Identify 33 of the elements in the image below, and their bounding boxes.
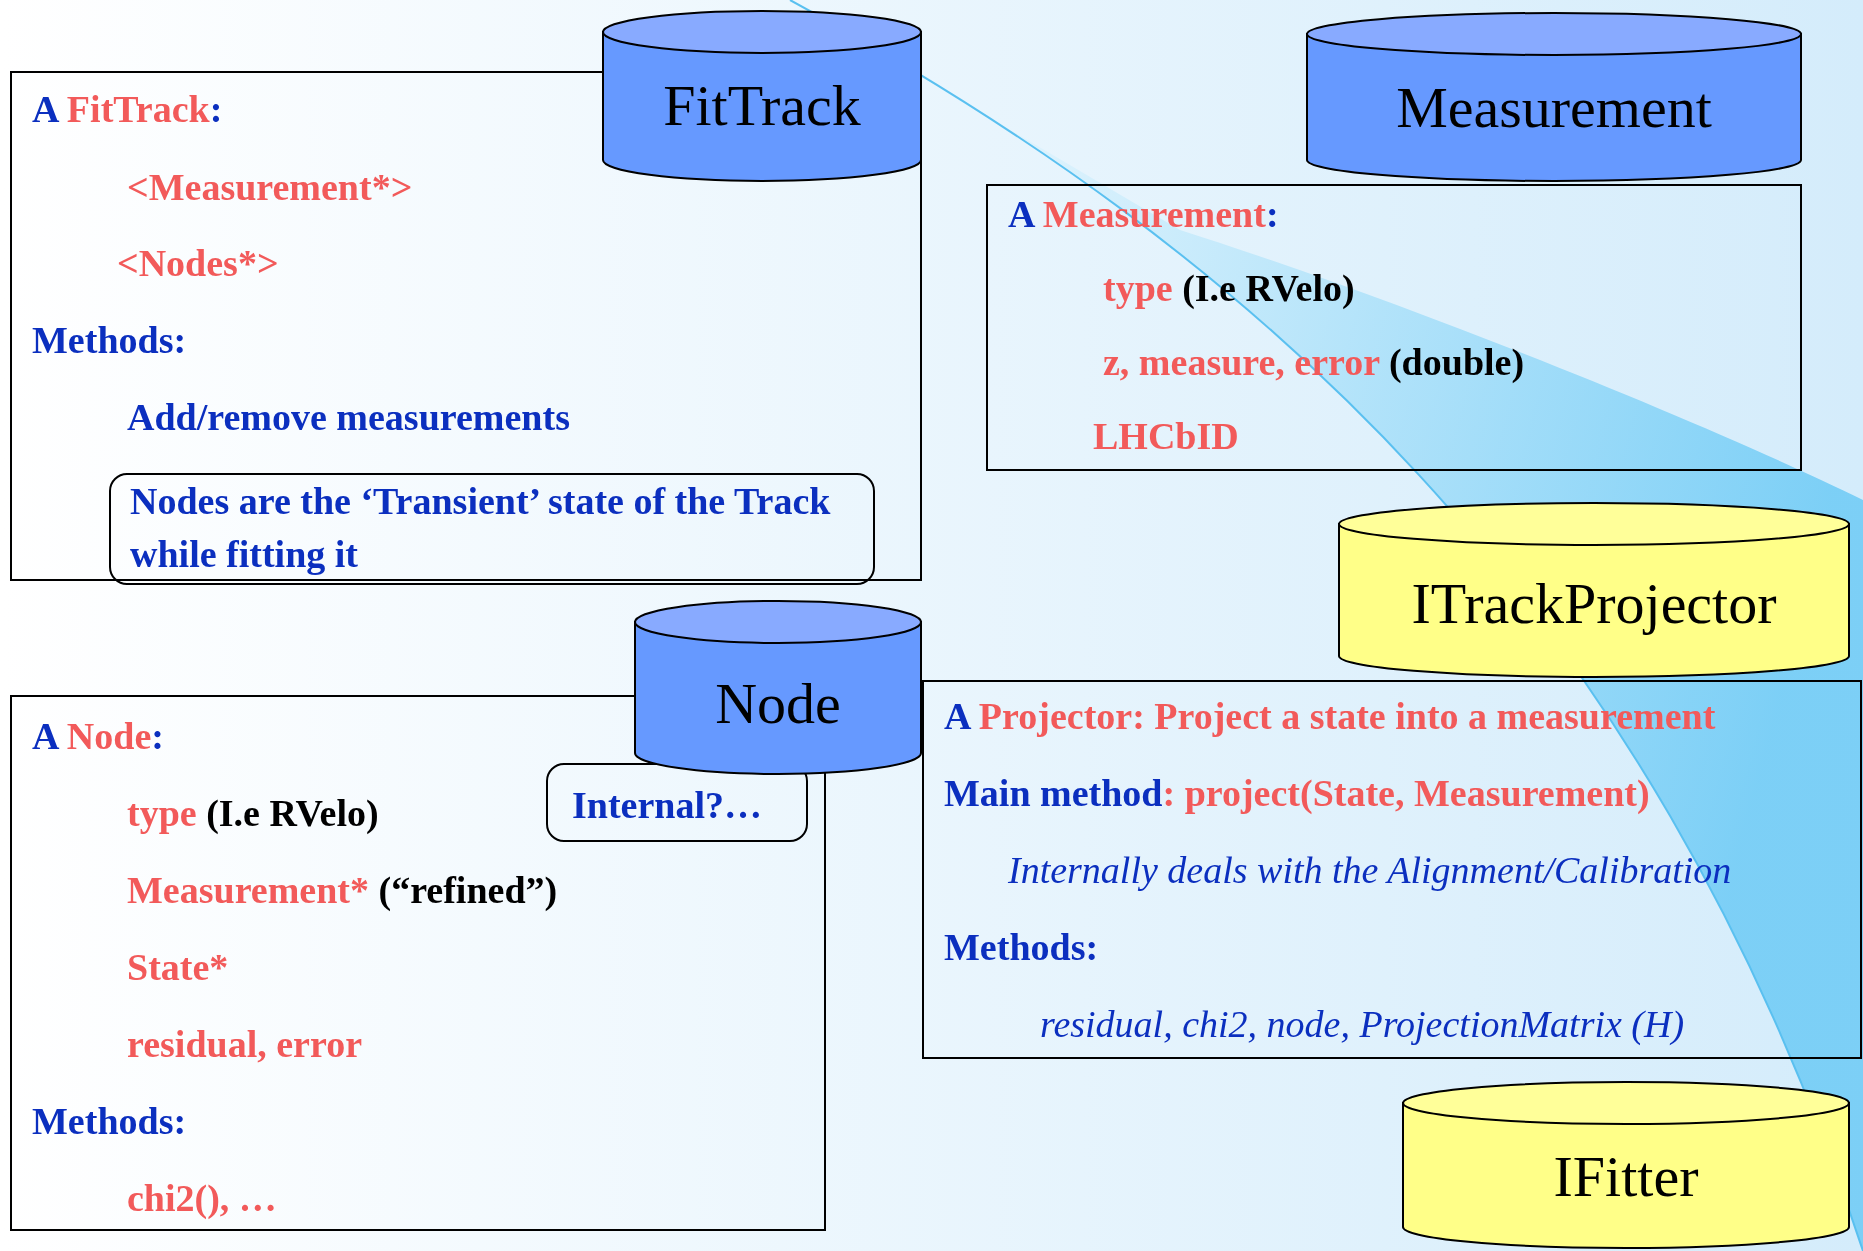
text-line: LHCbID [1093,414,1239,458]
text-line: Nodes are the ‘Transient’ state of the Track while fitting it [130,479,832,577]
text-line: A Node: [32,714,164,758]
text-line: Measurement* (“refined”) [127,868,558,912]
cylinder-label: FitTrack [662,72,862,139]
text-line: A FitTrack: [32,87,223,131]
class-box [986,184,1802,471]
text-line: type (I.e RVelo) [127,791,379,835]
cylinder [1402,1081,1850,1249]
cylinder-label: Measurement [1395,74,1713,141]
text-line: Methods: [32,1099,187,1143]
note-box [546,763,808,842]
text-line: Methods: [32,318,187,362]
cylinder-label: IFitter [1552,1143,1700,1210]
text-line: Add/remove measurements [127,395,570,439]
note-box [109,473,875,585]
text-line: residual, error [127,1022,362,1066]
class-box [922,680,1862,1059]
text-line: residual, chi2, node, ProjectionMatrix (H) [1040,1002,1685,1046]
cylinder [634,600,922,775]
cylinder [1306,12,1802,182]
text-line: Internal?… [572,783,762,827]
text-line: Main method: project(State, Measurement) [944,771,1650,815]
text-line: type (I.e RVelo) [1103,266,1355,310]
text-line: chi2(), … [127,1176,277,1220]
text-line: Methods: [944,925,1099,969]
cylinder [1338,502,1850,678]
text-line: State* [127,945,229,989]
text-line: <Nodes*> [117,241,279,285]
cylinder-label: ITrackProjector [1410,570,1778,637]
cylinder-label: Node [714,670,842,737]
cylinder [602,10,922,182]
text-line: <Measurement*> [127,165,413,209]
